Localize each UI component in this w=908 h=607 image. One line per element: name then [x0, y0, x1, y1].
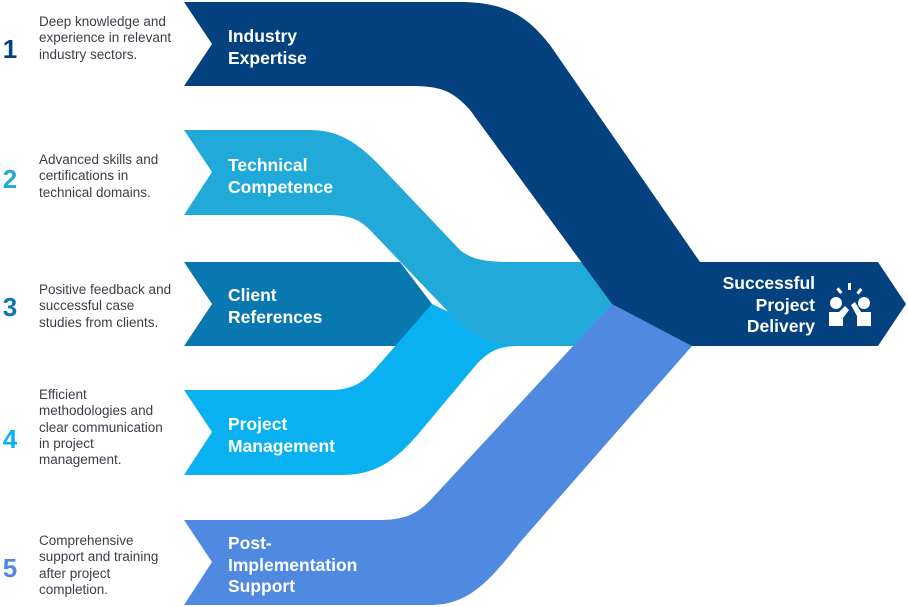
band-client-references [184, 262, 432, 346]
step-number-4: 4 [2, 424, 18, 454]
band-label-3: Client References [228, 285, 323, 327]
outcome-label: Successful Project Delivery [722, 273, 815, 336]
band-label-2: Technical Competence [228, 155, 334, 197]
band-label-4: Project Management [228, 414, 335, 456]
band-post-implementation [184, 304, 692, 605]
step-number-2: 2 [2, 164, 18, 194]
step-description-3: Positive feedback and successful case st… [39, 282, 172, 330]
step-number-1: 1 [2, 34, 18, 64]
step-number-5: 5 [2, 553, 18, 583]
band-technical-competence [184, 130, 620, 346]
high-five-icon [829, 283, 871, 326]
band-label-1: Industry Expertise [228, 26, 307, 68]
band-label-5: Post-Implementation Support [228, 533, 358, 596]
step-description-5: Comprehensive support and training after… [39, 533, 159, 597]
band-project-management [184, 304, 520, 475]
step-description-1: Deep knowledge and experience in relevan… [39, 14, 172, 62]
step-description-2: Advanced skills and certifications in te… [39, 152, 159, 200]
step-number-3: 3 [2, 292, 18, 322]
step-description-4: Efficient methodologies and clear commun… [39, 387, 163, 468]
band-industry-expertise [184, 2, 906, 346]
